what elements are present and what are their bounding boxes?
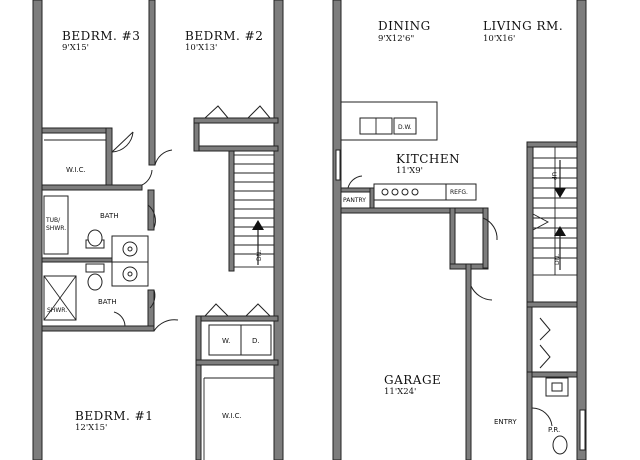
tub-label-2: SHWR. bbox=[46, 225, 66, 232]
garage-door-2[interactable] bbox=[470, 285, 493, 301]
stair-break bbox=[532, 213, 549, 231]
dining-dim: 9'X12'6" bbox=[378, 34, 414, 44]
coat-closet-door-2[interactable] bbox=[539, 344, 551, 369]
dryer bbox=[240, 324, 272, 356]
pr-west-wall bbox=[526, 371, 533, 460]
front-window bbox=[579, 409, 586, 451]
stair-dn-main-label: DN. bbox=[554, 254, 561, 265]
bed1-name: BEDRM. #1 bbox=[75, 409, 153, 423]
pr-toilet bbox=[552, 435, 568, 455]
bath-east-wall-a bbox=[147, 189, 155, 231]
upper-floor: DN. W. D. TUB/ SHWR. SHWR. bbox=[32, 0, 284, 460]
bathtub bbox=[43, 195, 69, 255]
bath-divider-wall bbox=[41, 257, 113, 263]
garage-door-1[interactable] bbox=[482, 217, 498, 241]
dryer-label: D. bbox=[252, 337, 260, 345]
bath-door-lower[interactable] bbox=[149, 289, 156, 309]
dishwasher-label: D.W. bbox=[398, 124, 412, 131]
entry-name: ENTRY bbox=[494, 418, 517, 426]
bed2-dim: 10'X13' bbox=[185, 43, 217, 53]
stair-up-label: UP bbox=[550, 172, 557, 180]
stair-dn-arrow-icon bbox=[554, 226, 566, 236]
closet-door-2[interactable] bbox=[247, 105, 271, 119]
bed-partition-wall bbox=[148, 0, 156, 166]
living-dim: 10'X16' bbox=[483, 34, 515, 44]
closet-door-1[interactable] bbox=[204, 105, 229, 119]
bath-south-wall bbox=[41, 325, 155, 332]
laundry-south-wall bbox=[195, 359, 279, 366]
toilet-upper bbox=[85, 229, 105, 249]
refg-label: REFG. bbox=[450, 189, 468, 196]
shower-door[interactable] bbox=[113, 311, 126, 327]
dishwasher bbox=[393, 117, 417, 135]
upper-west-wall bbox=[32, 0, 43, 460]
entry-wall-a bbox=[482, 207, 489, 269]
bath-east-wall-b bbox=[147, 289, 155, 331]
bath-lower-name: BATH bbox=[98, 298, 117, 306]
shower-label: SHWR. bbox=[47, 307, 67, 314]
laundry-door-2[interactable] bbox=[245, 303, 271, 317]
refrigerator bbox=[445, 183, 477, 201]
stair-north-wall bbox=[193, 145, 279, 152]
pr-name: P.R. bbox=[548, 426, 560, 434]
main-east-wall bbox=[576, 0, 587, 460]
living-name: LIVING RM. bbox=[483, 19, 563, 33]
garage-east-wall bbox=[465, 263, 472, 460]
kitchen-dim: 11'X9' bbox=[396, 166, 423, 176]
pantry-door[interactable] bbox=[347, 175, 363, 189]
kitchen-window bbox=[335, 149, 341, 181]
pantry-top-wall bbox=[340, 187, 375, 193]
stair-top-wall bbox=[526, 141, 578, 148]
laundry-door-1[interactable] bbox=[204, 303, 229, 317]
stair-dn-label: DN. bbox=[256, 250, 263, 261]
wic-door[interactable] bbox=[111, 131, 134, 153]
upper-east-wall bbox=[273, 0, 284, 460]
bed2-door[interactable] bbox=[154, 149, 173, 166]
bed3-south-wall bbox=[41, 127, 113, 134]
bath-door-upper[interactable] bbox=[147, 204, 156, 229]
bed2-name: BEDRM. #2 bbox=[185, 29, 263, 43]
closet-north-wall bbox=[193, 117, 279, 124]
wic-east-wall bbox=[105, 127, 113, 189]
coat-closet-door-1[interactable] bbox=[539, 317, 551, 341]
garage-dim: 11'X24' bbox=[384, 387, 416, 397]
closet-wall bbox=[526, 306, 533, 378]
pr-north-wall bbox=[526, 371, 578, 378]
bed1-door[interactable] bbox=[153, 319, 179, 332]
wic-lower-name: W.I.C. bbox=[222, 412, 242, 420]
garage-north-wall bbox=[340, 207, 488, 214]
pantry-name: PANTRY bbox=[343, 197, 366, 204]
stair-bottom-wall bbox=[526, 301, 578, 308]
main-floor: D.W. REFG. PANTRY bbox=[332, 0, 587, 460]
laundry-north-wall bbox=[195, 315, 279, 322]
toilet-lower bbox=[85, 263, 105, 291]
bed3-door[interactable] bbox=[141, 169, 153, 186]
stair-main: UP DN. bbox=[526, 141, 578, 308]
bed3-name: BEDRM. #3 bbox=[62, 29, 140, 43]
stair-up-arrow-icon bbox=[554, 188, 566, 198]
garage-name: GARAGE bbox=[384, 373, 441, 387]
wic-south-wall bbox=[41, 184, 143, 191]
stair-arrow-icon bbox=[252, 220, 264, 230]
main-west-wall bbox=[332, 0, 342, 460]
garage-step-wall bbox=[449, 207, 456, 269]
stair-upper: DN. bbox=[233, 154, 275, 268]
tub-label-1: TUB/ bbox=[45, 217, 61, 224]
kitchen-name: KITCHEN bbox=[396, 152, 460, 166]
bath-upper-name: BATH bbox=[100, 212, 119, 220]
dining-name: DINING bbox=[378, 19, 431, 33]
stair-west-wall-main bbox=[526, 141, 534, 308]
stair-west-wall bbox=[228, 150, 235, 272]
wic-upper-name: W.I.C. bbox=[66, 166, 86, 174]
bed1-dim: 12'X15' bbox=[75, 423, 107, 433]
pr-basin bbox=[551, 382, 563, 392]
washer-label: W. bbox=[222, 337, 230, 345]
bed3-dim: 9'X15' bbox=[62, 43, 89, 53]
wic-lower-west-wall bbox=[195, 364, 202, 460]
pr-door[interactable] bbox=[531, 407, 553, 427]
